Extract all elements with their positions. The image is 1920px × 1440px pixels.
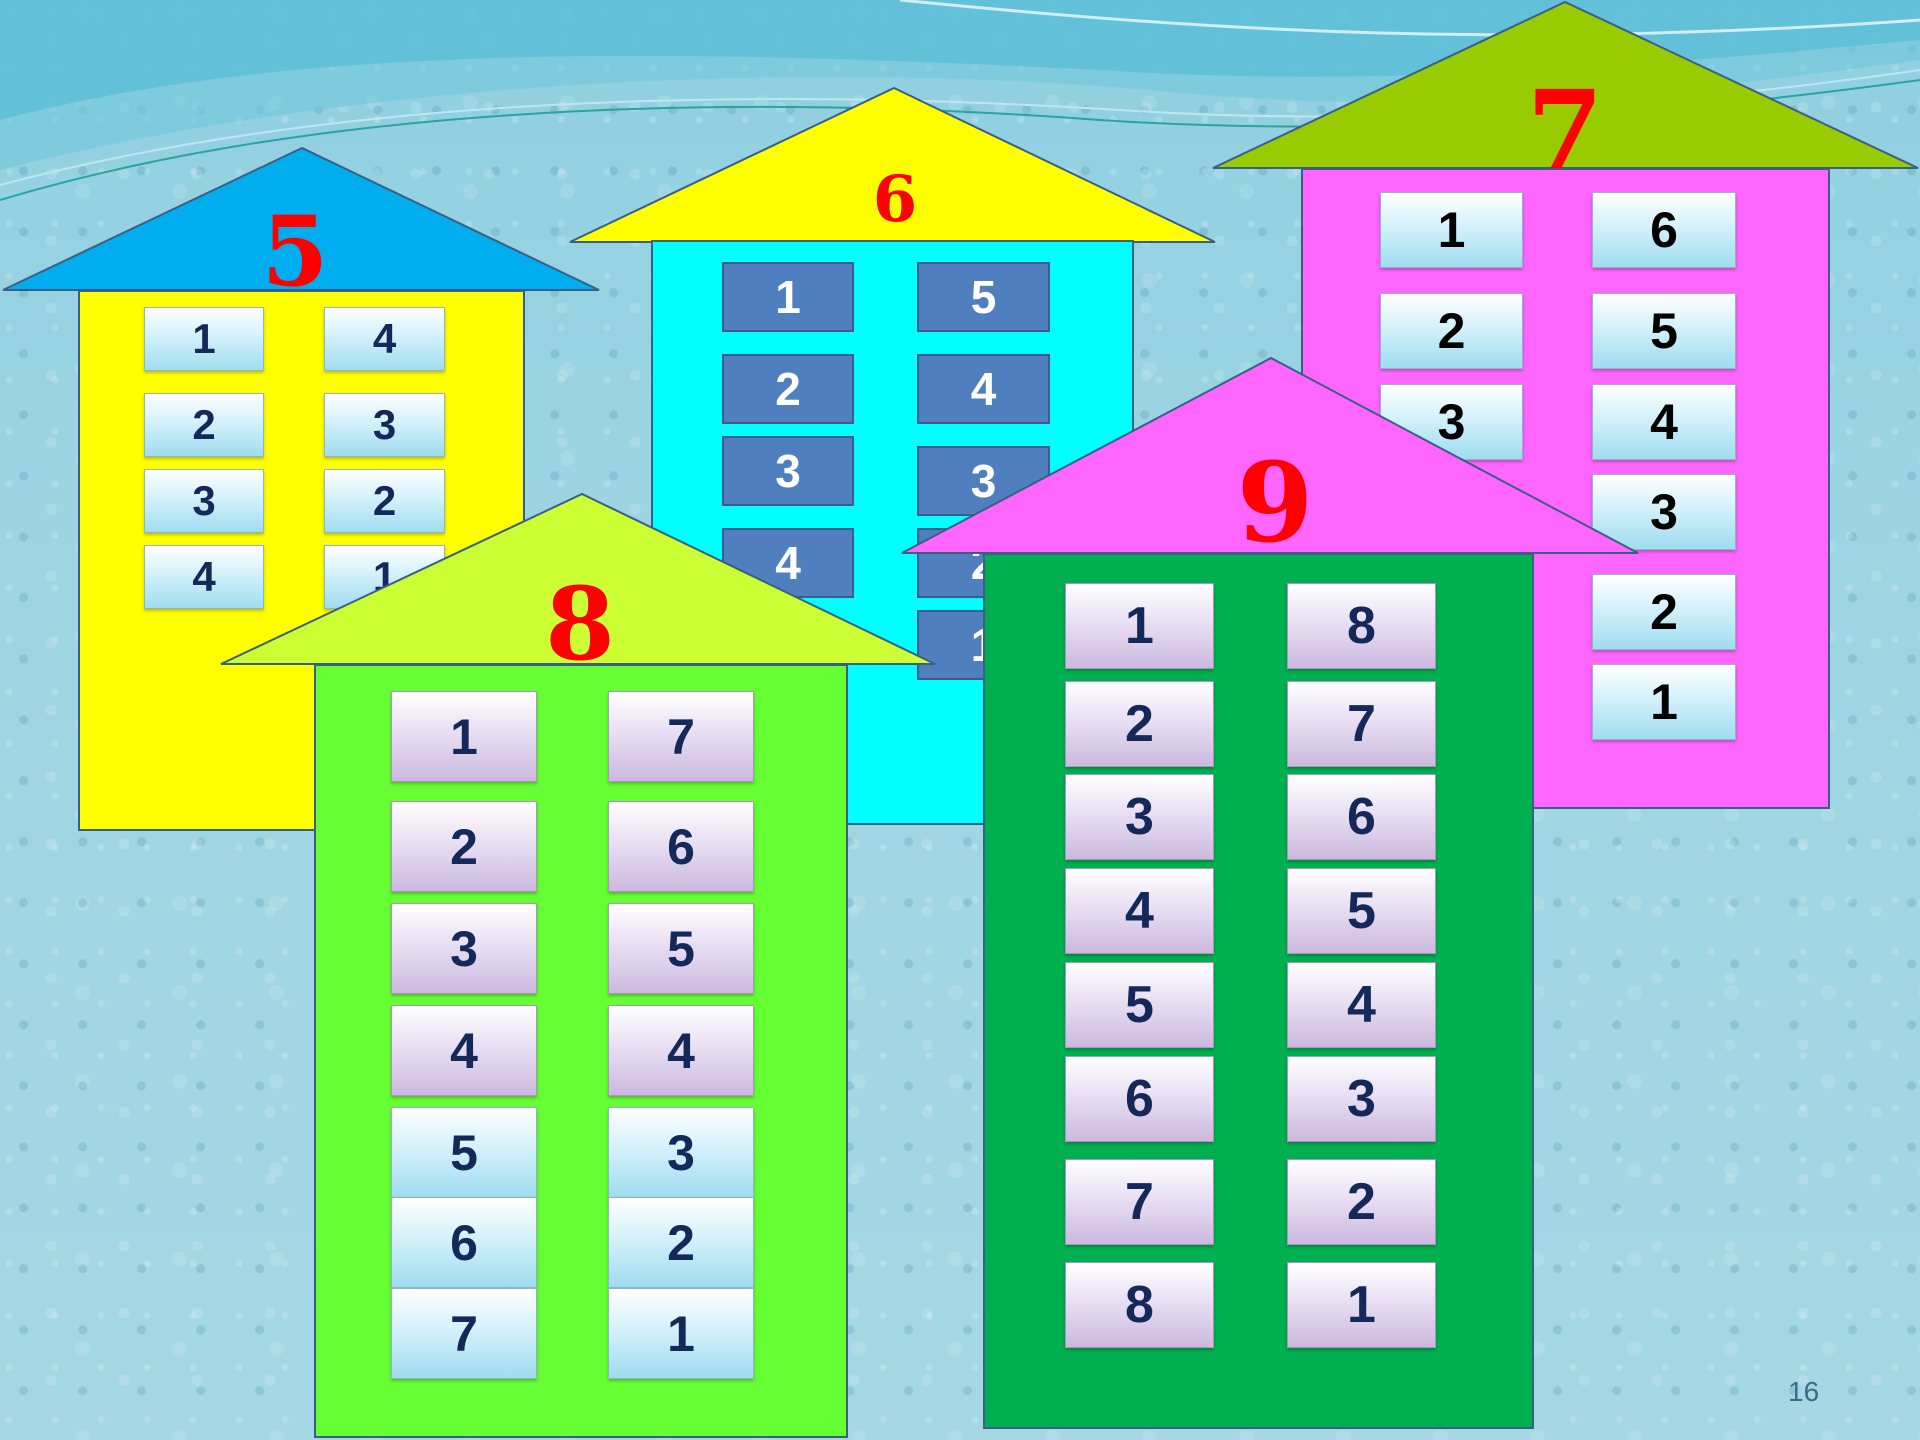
house-9-roof xyxy=(0,0,1920,570)
house-9-number: 9 xyxy=(1215,448,1335,558)
number-tile[interactable]: 8 xyxy=(1065,1262,1214,1348)
number-tile[interactable]: 6 xyxy=(1065,1056,1214,1142)
number-tile[interactable]: 4 xyxy=(1065,868,1214,954)
number-tile[interactable]: 5 xyxy=(1287,868,1436,954)
number-tile[interactable]: 8 xyxy=(1287,583,1436,669)
number-tile[interactable]: 6 xyxy=(1287,774,1436,860)
page-number: 16 xyxy=(1788,1376,1838,1408)
number-tile[interactable]: 7 xyxy=(1287,681,1436,767)
number-tile[interactable]: 2 xyxy=(1065,681,1214,767)
number-tile[interactable]: 3 xyxy=(1065,774,1214,860)
number-tile[interactable]: 2 xyxy=(1287,1159,1436,1245)
number-tile[interactable]: 1 xyxy=(1065,583,1214,669)
number-tile[interactable]: 4 xyxy=(1287,962,1436,1048)
number-tile[interactable]: 7 xyxy=(1065,1159,1214,1245)
number-tile[interactable]: 3 xyxy=(1287,1056,1436,1142)
number-tile[interactable]: 5 xyxy=(1065,962,1214,1048)
number-tile[interactable]: 1 xyxy=(1287,1262,1436,1348)
